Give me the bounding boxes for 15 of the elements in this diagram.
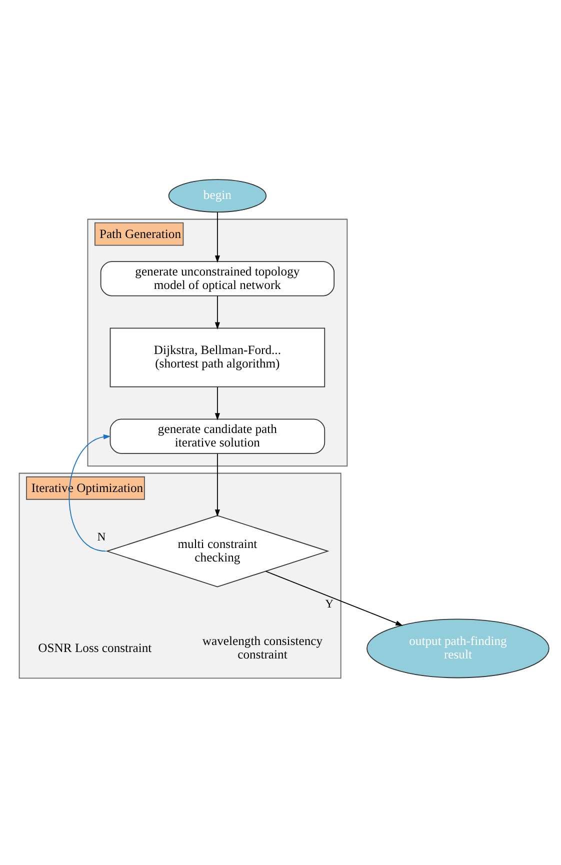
edge-label: Y (325, 598, 334, 611)
node-box: generate unconstrained topology model of optical network (100, 261, 335, 296)
edge-label: N (97, 530, 106, 544)
label: wavelength consistency constraint (202, 634, 323, 662)
node-box: generate candidate path iterative solution (110, 418, 326, 454)
arrow (214, 386, 220, 420)
arrow (214, 295, 220, 330)
node-diamond: multi constraint checking (106, 515, 330, 588)
arrow (214, 212, 220, 263)
arrow (68, 434, 111, 552)
node-box: Dijkstra, Bellman-Ford... (shortest path algorithm) (110, 328, 326, 388)
arrow (214, 453, 220, 517)
node-ellipse: begin (168, 179, 267, 212)
label: OSNR Loss constraint (38, 640, 152, 655)
arrow (265, 570, 403, 626)
